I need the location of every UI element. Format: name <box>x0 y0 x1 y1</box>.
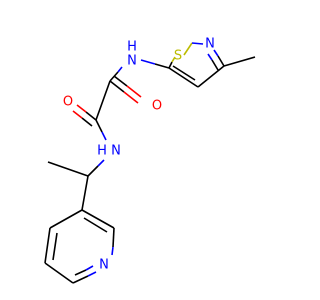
bond-c4-c5 <box>168 67 199 88</box>
bond-ch-methyl <box>47 161 89 177</box>
molecule-canvas: S N H N O O N H N <box>44 36 256 284</box>
bond-c5-s-c-half <box>168 61 173 69</box>
atom-n-pyridine: N <box>99 258 109 273</box>
bond-nh-cright-n <box>117 66 123 73</box>
bond-pyr-c2-c3-double <box>83 217 108 233</box>
atom-h-lower: H <box>97 144 107 159</box>
bond-pyr-c4-c5-double <box>52 232 58 261</box>
bond-ch-pyr <box>81 175 89 211</box>
bond-cleft-oleft-double-o <box>72 110 83 119</box>
bond-cright-oright <box>109 80 125 93</box>
bond-pyr-c2-c3 <box>81 209 115 229</box>
bond-pyr-c4-c5 <box>44 227 51 264</box>
bond-cleft-oleft-o <box>76 104 87 113</box>
bond-cleft-nh-n <box>101 131 107 141</box>
bond-c5-nh <box>154 63 170 69</box>
bond-nh-ch-n <box>97 159 105 167</box>
atom-o-left: O <box>63 95 73 110</box>
bond-c3-c4 <box>197 65 225 88</box>
atom-h-upper: H <box>127 40 137 55</box>
bond-pyr-c5-c6 <box>44 262 74 284</box>
bond-nh-ch <box>87 165 99 177</box>
bond-n-c3 <box>213 49 219 57</box>
bond-pyr-c3-c4 <box>49 209 83 229</box>
molecule-structure: S N H N O O N H N <box>44 37 256 284</box>
bond-cleft-nh <box>95 119 103 133</box>
bond-s-n-n-half <box>191 42 204 45</box>
bond-cright-oright-double <box>113 75 128 87</box>
bond-c4-c5-double <box>172 65 196 81</box>
bond-cleft-oleft <box>85 111 97 121</box>
bond-cleft-oleft-double <box>81 117 93 127</box>
bond-s-n-s-half <box>183 42 193 56</box>
bond-pyr-c6-n-n <box>87 271 97 277</box>
atom-n-upper: N <box>127 54 137 69</box>
bond-cright-oright-double-o <box>126 85 142 98</box>
bond-cright-oright-o <box>123 91 139 104</box>
atom-o-right: O <box>152 99 162 114</box>
bond-cright-cleft <box>95 80 111 121</box>
bond-n-c3-double-b <box>211 59 219 71</box>
bond-c5-s-s-half <box>171 56 176 63</box>
atom-n-thiazole: N <box>205 37 215 52</box>
bond-pyr-n-c2 <box>112 227 115 248</box>
bond-c5-nh-n <box>140 59 156 65</box>
atom-s-thiazole: S <box>174 49 182 64</box>
bond-pyr-n-c2-n <box>111 246 114 256</box>
bond-pyr-c6-n <box>72 275 89 284</box>
atom-n-lower: N <box>111 144 121 159</box>
bond-c3-methyl <box>223 56 256 67</box>
bond-pyr-c6-n-double-n <box>85 265 94 271</box>
bond-n-c3-b <box>217 55 225 67</box>
bond-pyr-c6-n-double <box>74 269 87 276</box>
bond-n-c3-double <box>207 53 213 61</box>
